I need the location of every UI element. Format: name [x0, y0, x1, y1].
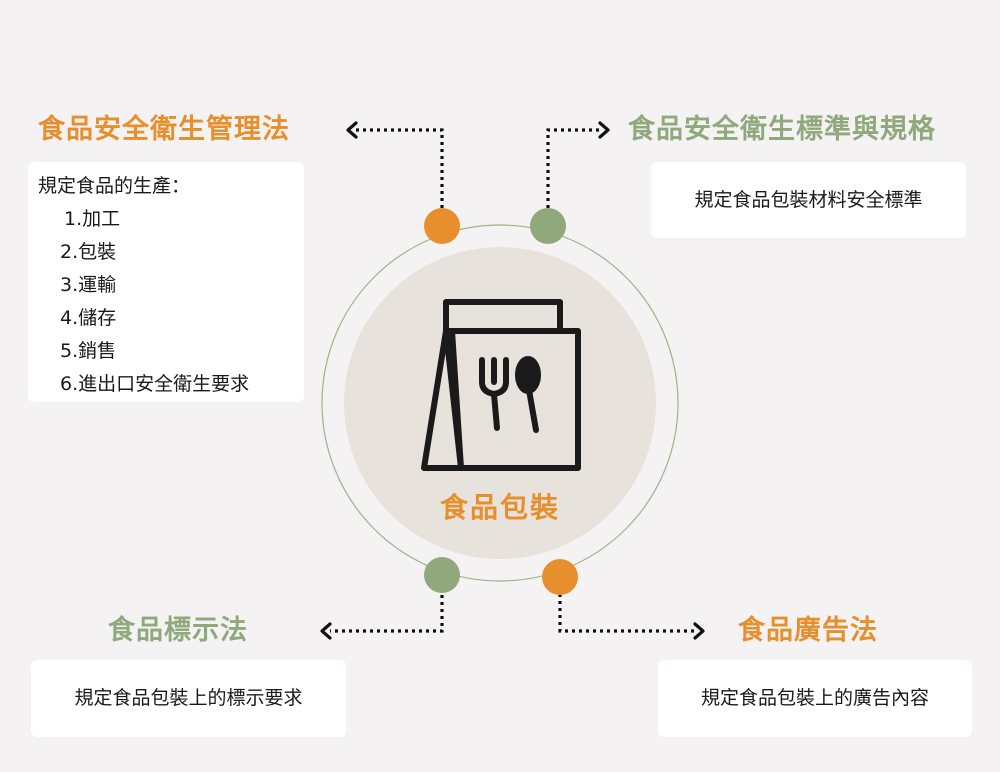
list-item: 4.儲存	[60, 307, 117, 329]
list-item: 3.運輸	[60, 274, 117, 296]
center-label: 食品包裝	[439, 491, 560, 524]
connector-bottom-left	[330, 588, 444, 633]
connector-top-right	[546, 128, 600, 208]
heading-labeling-act: 食品標示法	[108, 615, 248, 646]
arrowhead-top-right	[598, 121, 610, 139]
outer-ring	[321, 224, 679, 582]
node-dot-bottom-left	[424, 557, 460, 593]
connector-top-left	[356, 128, 444, 208]
center-disc	[344, 247, 656, 559]
connector-bottom-right	[558, 594, 695, 633]
card-body-text: 規定食品包裝材料安全標準	[694, 188, 923, 211]
list-item: 6.進出口安全衛生要求	[60, 373, 250, 395]
production-list: 1.加工 2.包裝 3.運輸 4.儲存 5.銷售 6.進出口安全衛生要求	[38, 203, 304, 401]
card-body-text: 規定食品包裝上的廣告內容	[700, 687, 929, 709]
card-intro-text: 規定食品的生產：	[38, 175, 191, 197]
node-dot-top-left	[424, 208, 460, 244]
heading-advertising-act: 食品廣告法	[738, 615, 878, 646]
arrowhead-bottom-left	[320, 622, 332, 640]
arrowheads	[320, 121, 705, 640]
card-labeling-act: 規定食品包裝上的標示要求	[31, 660, 346, 737]
arrowhead-bottom-right	[693, 622, 705, 640]
connectors	[330, 128, 695, 633]
card-advertising-act: 規定食品包裝上的廣告內容	[658, 660, 972, 737]
list-item: 2.包裝	[60, 241, 117, 263]
list-item: 1.加工	[64, 208, 121, 230]
heading-safety-standards: 食品安全衛生標準與規格	[628, 114, 936, 145]
node-dot-top-right	[530, 208, 566, 244]
arrowhead-top-left	[346, 121, 358, 139]
node-dot-bottom-right	[542, 559, 578, 595]
card-safety-standards: 規定食品包裝材料安全標準	[651, 162, 966, 238]
card-food-safety-act: 規定食品的生產： 1.加工 2.包裝 3.運輸 4.儲存 5.銷售 6.進出口安…	[28, 162, 304, 402]
heading-food-safety-act: 食品安全衛生管理法	[38, 114, 290, 145]
food-bag-icon	[421, 299, 581, 471]
card-body-text: 規定食品包裝上的標示要求	[74, 687, 303, 709]
list-item: 5.銷售	[60, 340, 117, 362]
